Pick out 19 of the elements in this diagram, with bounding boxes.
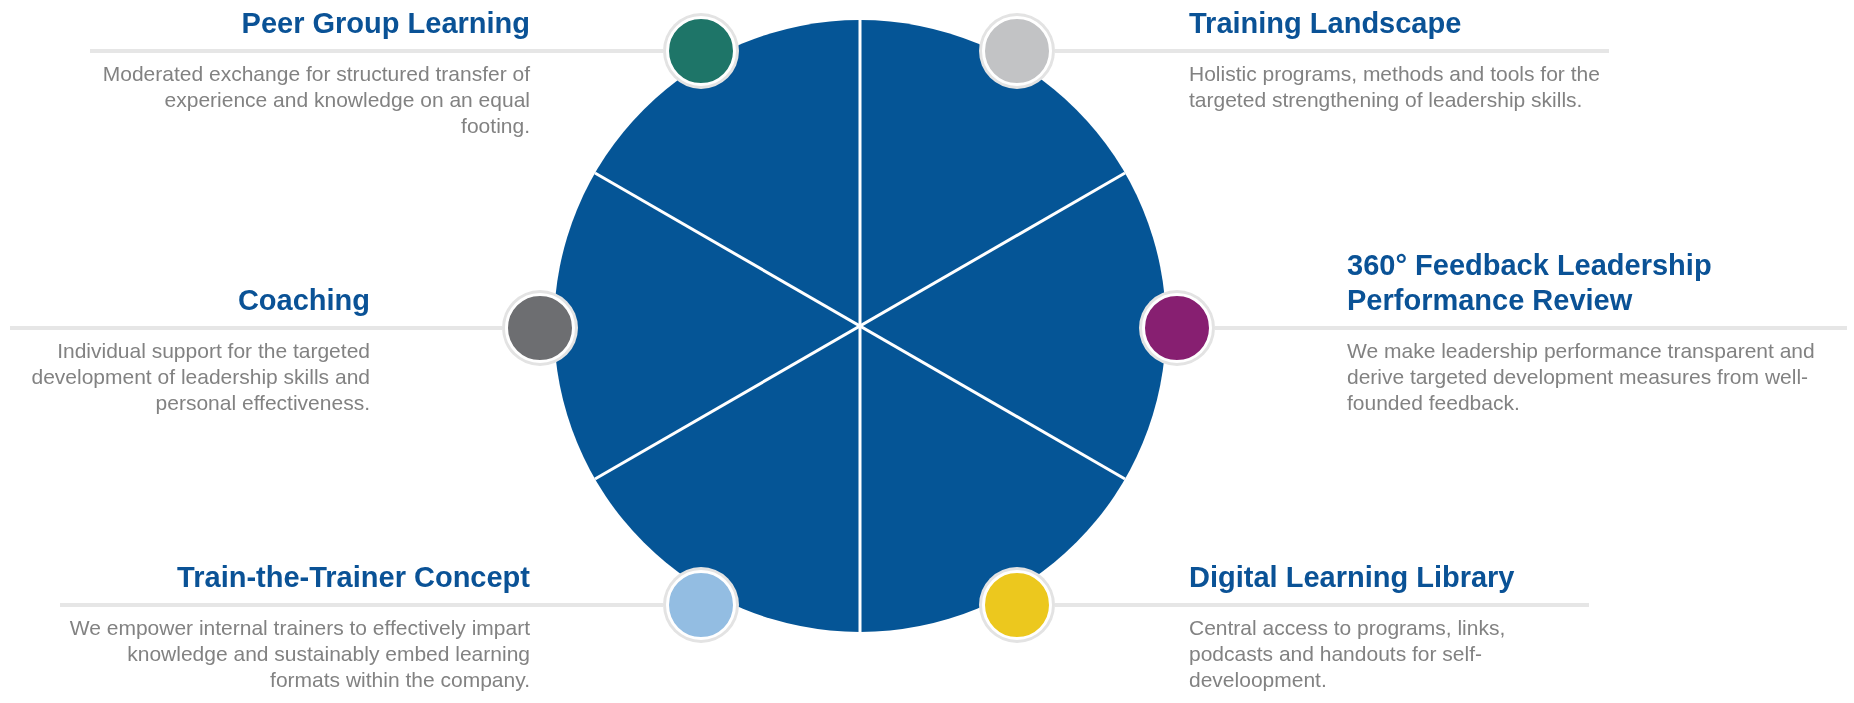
dot-marker	[505, 293, 575, 363]
dot-marker	[982, 570, 1052, 640]
heading-text: Digital Learning Library	[1189, 560, 1516, 595]
dot-marker	[1142, 293, 1212, 363]
heading-text: Peer Group Learning	[240, 6, 530, 41]
description-text: Moderated exchange for structured transfer of experience and knowledge on an equal footing.	[101, 61, 530, 139]
heading-text: Training Landscape	[1189, 6, 1463, 41]
wheel-drawing	[554, 20, 1166, 632]
description-text: Individual support for the targeted development of leadership skills and personal effectiveness.	[30, 338, 370, 416]
description-text: Central access to programs, links, podcasts and handouts for self-develoopment.	[1189, 615, 1507, 693]
heading-text: Coaching	[236, 283, 370, 318]
description-text: We make leadership performance transparent and derive targeted development measures from well-founded feedback.	[1347, 338, 1816, 416]
description-text: We empower internal trainers to effectively impart knowledge and sustainably embed learning formats within the company.	[68, 615, 530, 693]
heading-text: Train-the-Trainer Concept	[176, 560, 530, 595]
dot-marker	[666, 570, 736, 640]
heading-text: 360° Feedback Leadership Performance Review	[1347, 248, 1713, 318]
dot-marker	[982, 16, 1052, 86]
dot-marker	[666, 16, 736, 86]
description-text: Holistic programs, methods and tools for the targeted strengthening of leadership skills.	[1189, 61, 1601, 113]
